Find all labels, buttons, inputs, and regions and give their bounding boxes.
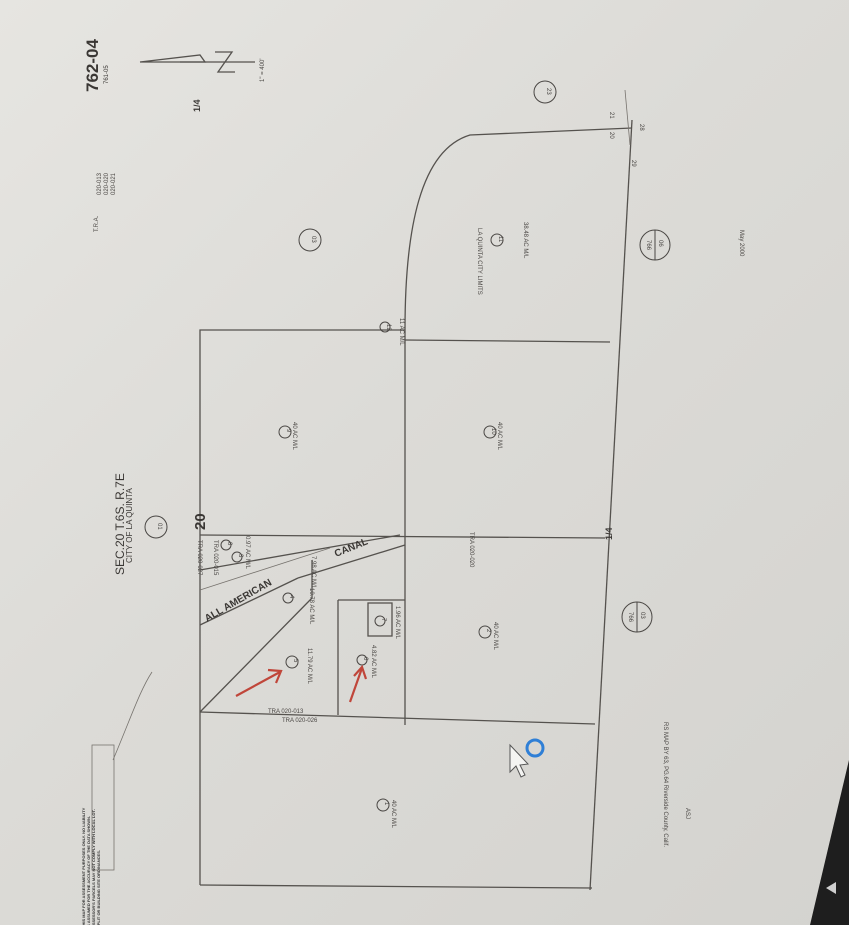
canal-label-2: CANAL xyxy=(333,536,370,559)
svg-text:1: 1 xyxy=(383,802,389,806)
book-circle-label: 01 xyxy=(156,523,162,530)
red-arrow-icon xyxy=(235,664,368,703)
svg-text:7.98 AC M/L: 7.98 AC M/L xyxy=(310,556,316,590)
svg-text:8: 8 xyxy=(226,542,232,546)
svg-text:12: 12 xyxy=(385,324,391,331)
tra-label: T.R.A. xyxy=(94,215,100,232)
scale-note: 1" = 400' xyxy=(260,59,266,82)
svg-text:TRA 020-015: TRA 020-015 xyxy=(212,540,218,576)
quarter-mark-top: 1/4 xyxy=(192,99,202,112)
svg-text:5: 5 xyxy=(292,659,298,663)
tra-code: 020-020 xyxy=(104,172,110,195)
svg-text:TRA 020-027: TRA 020-027 xyxy=(196,540,202,576)
parcel-labels: 9 40 AC M/L 10 40 AC M/L 11 38.48 AC M/L… xyxy=(226,222,528,829)
canal-label-1: ALL AMERICAN xyxy=(203,577,274,624)
adjacent-page-label: 06 xyxy=(657,240,663,247)
svg-text:9: 9 xyxy=(285,429,291,433)
svg-text:TRA 020-013: TRA 020-013 xyxy=(268,709,304,715)
page-number: 762-04 xyxy=(83,39,102,92)
svg-text:1.96 AC M/L: 1.96 AC M/L xyxy=(394,606,400,640)
adjacent-page-label: 03 xyxy=(639,612,645,619)
tra-code: 020-021 xyxy=(111,172,117,195)
parcel-boundaries xyxy=(199,89,633,891)
svg-text:6: 6 xyxy=(362,657,368,661)
svg-text:TRA 020-026: TRA 020-026 xyxy=(282,718,318,724)
svg-text:20: 20 xyxy=(608,132,614,139)
book-circle-label: 23 xyxy=(545,88,551,95)
svg-text:21: 21 xyxy=(608,112,614,119)
section-title: SEC.20 T.6S. R.7E xyxy=(113,473,127,575)
disclaimer-box xyxy=(91,744,115,871)
svg-text:3: 3 xyxy=(237,554,243,558)
svg-text:28: 28 xyxy=(638,124,644,131)
disclaimer: THIS MAP FOR ASSESSMENT PURPOSES ONLY. N… xyxy=(81,808,101,925)
svg-text:4.82 AC M/L: 4.82 AC M/L xyxy=(370,645,376,679)
city-name: CITY OF LA QUINTA xyxy=(125,488,134,563)
leader-line xyxy=(112,671,153,761)
svg-text:10: 10 xyxy=(490,428,496,435)
svg-text:11 AC M/L: 11 AC M/L xyxy=(398,318,404,346)
svg-text:40 AC M/L: 40 AC M/L xyxy=(390,800,396,829)
svg-text:7: 7 xyxy=(380,618,386,622)
svg-text:40 AC M/L: 40 AC M/L xyxy=(492,622,498,651)
footer-note: RS MAP BY 63, PG.64 Riverside County, Ca… xyxy=(662,722,668,847)
section-corner-labels: 20 21 28 29 xyxy=(608,112,644,167)
adjacent-page-label: 766 xyxy=(627,612,633,623)
book-circles xyxy=(144,80,671,633)
page-sub: 761-05 xyxy=(104,65,110,84)
cursor-ring-icon xyxy=(525,738,545,758)
svg-text:0.97 AC M/L: 0.97 AC M/L xyxy=(244,536,250,570)
mouse-pointer-icon xyxy=(509,743,530,778)
map-date: May 2000 xyxy=(738,230,744,257)
city-limits-label: LA QUINTA CITY LIMITS xyxy=(476,228,482,295)
adjacent-page-label: 766 xyxy=(645,240,651,251)
scroll-arrow-icon xyxy=(826,882,836,894)
svg-text:11.79 AC M/L: 11.79 AC M/L xyxy=(306,648,312,685)
tra-code: 020-013 xyxy=(97,172,103,195)
quarter-mark-mid: 1/4 xyxy=(604,527,614,540)
svg-text:10.78 AC M/L: 10.78 AC M/L xyxy=(308,588,314,625)
svg-text:40 AC M/L: 40 AC M/L xyxy=(496,422,502,451)
svg-text:TRA 020-020: TRA 020-020 xyxy=(468,532,474,568)
tra-boundary-labels: TRA 020-027 TRA 020-015 TRA 020-020 TRA … xyxy=(196,532,474,724)
svg-text:2: 2 xyxy=(485,629,491,633)
north-arrow-icon xyxy=(139,51,255,73)
svg-text:11: 11 xyxy=(497,236,503,243)
book-circle-label: 03 xyxy=(310,236,316,243)
parcel-circles xyxy=(220,233,504,812)
section-number: 20 xyxy=(192,513,209,530)
screen-bezel xyxy=(810,760,849,925)
svg-text:4: 4 xyxy=(288,595,294,599)
svg-text:38.48 AC M/L: 38.48 AC M/L xyxy=(522,222,528,259)
footer-ref: ASJ xyxy=(684,808,690,819)
svg-text:40 AC M/L: 40 AC M/L xyxy=(291,422,297,451)
svg-text:29: 29 xyxy=(630,160,636,167)
